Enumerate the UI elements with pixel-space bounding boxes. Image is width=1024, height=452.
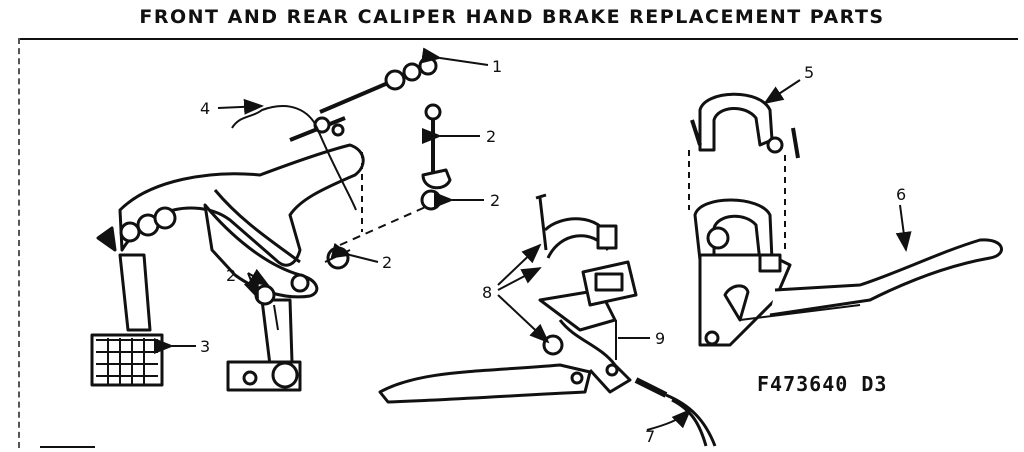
callout-leaders bbox=[154, 47, 912, 431]
frame-left-rule bbox=[18, 38, 20, 448]
callout-4: 4 bbox=[200, 99, 210, 118]
callout-2-washers: 2 bbox=[226, 266, 236, 285]
callout-5: 5 bbox=[804, 63, 814, 82]
callout-8: 8 bbox=[482, 283, 492, 302]
page-title: FRONT AND REAR CALIPER HAND BRAKE REPLAC… bbox=[139, 6, 885, 28]
brake-lever-assembly bbox=[378, 193, 717, 447]
callout-6: 6 bbox=[896, 185, 906, 204]
catalog-number: F473640 D3 bbox=[757, 372, 888, 396]
callout-7: 7 bbox=[645, 427, 655, 446]
callout-2-nut: 2 bbox=[382, 253, 392, 272]
callout-3: 3 bbox=[200, 337, 210, 356]
callout-1: 1 bbox=[492, 57, 502, 76]
callout-2-screw: 2 bbox=[486, 127, 496, 146]
clamp-lever-assembly bbox=[688, 92, 1003, 347]
frame-top-rule bbox=[18, 38, 1018, 40]
callout-9: 9 bbox=[655, 329, 665, 348]
caliper-brake-assembly bbox=[90, 56, 452, 392]
frame-bottom-rule bbox=[40, 446, 95, 448]
callout-2-sleeve: 2 bbox=[490, 191, 500, 210]
